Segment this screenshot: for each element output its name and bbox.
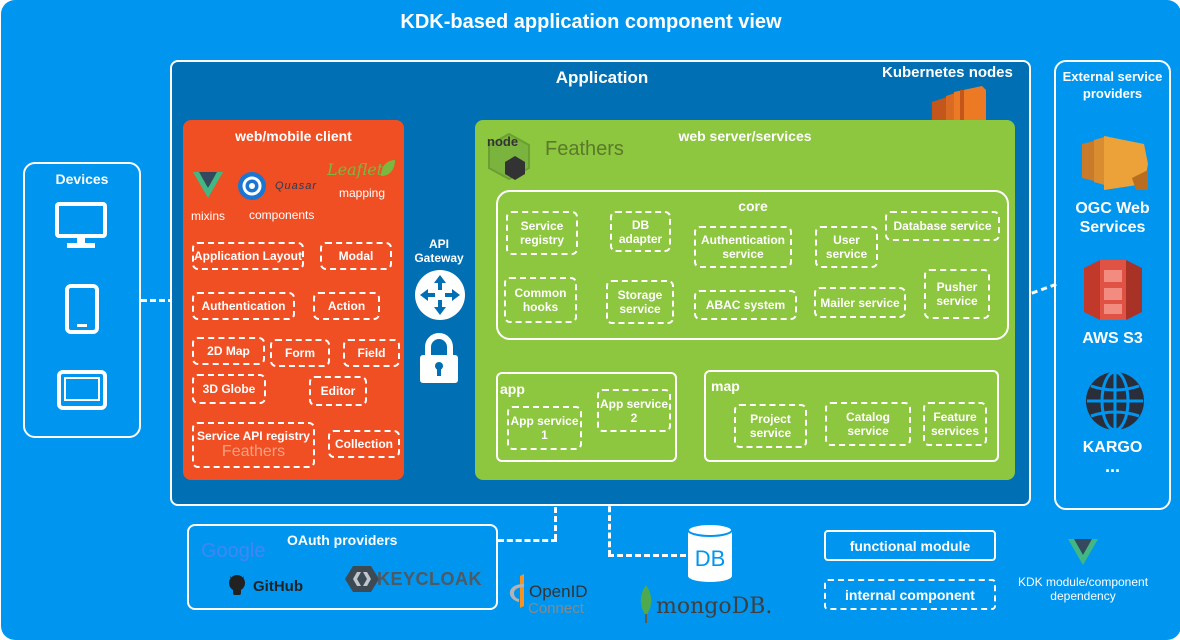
globe-icon	[1086, 370, 1144, 432]
core-user-service: User service	[815, 226, 878, 268]
core-storage-service: Storage service	[606, 280, 674, 324]
db-connector-h	[608, 554, 686, 557]
server-feathers-logo: Feathers	[545, 138, 624, 160]
external-kargo-label: KARGO	[1082, 439, 1143, 456]
server-box: web server/services node Feathers core S…	[475, 120, 1015, 480]
lib-components-label: components	[249, 208, 315, 222]
external-title: External service providers	[1062, 69, 1163, 101]
lib-mixins-label: mixins	[191, 209, 226, 223]
external-connector	[1012, 282, 1058, 302]
app-module-box: app App service 1 App service 2	[496, 372, 677, 462]
aws-s3-icon	[1084, 260, 1142, 320]
legend-functional-module: functional module	[824, 530, 996, 561]
oauth-box: OAuth providers Google GitHub KEYCLOAK	[187, 524, 498, 610]
app-service-1: App service 1	[507, 406, 582, 450]
map-feature-services: Feature services	[923, 402, 987, 446]
client-feathers-logo: Feathers	[221, 443, 286, 460]
core-title: core	[738, 198, 768, 214]
openid-label: OpenID	[529, 582, 588, 601]
module-service-api-registry: Service API registry Feathers	[192, 422, 315, 468]
module-editor: Editor	[309, 376, 367, 406]
legend-internal-component: internal component	[824, 579, 996, 610]
module-form: Form	[270, 339, 330, 367]
module-2d-map: 2D Map	[192, 337, 265, 365]
external-ogc-label: OGC Web Services	[1075, 200, 1150, 236]
core-database-service: Database service	[885, 211, 1000, 241]
google-logo: Google	[201, 540, 266, 562]
aws-cloudfront-icon	[1082, 136, 1148, 190]
gateway-label: API Gateway	[414, 237, 464, 265]
external-more-label: ...	[1104, 456, 1120, 476]
lib-mapping-label: mapping	[339, 186, 386, 200]
diagram-title: KDK-based application component view	[400, 11, 782, 33]
module-collection: Collection	[328, 430, 400, 458]
app-module-title: app	[500, 381, 525, 397]
core-service-registry: Service registry	[506, 211, 578, 255]
vue-logo-icon	[193, 172, 223, 198]
legend-dependency-label: KDK module/component dependency	[1017, 575, 1149, 603]
laptop-icon	[57, 370, 107, 410]
keycloak-icon	[345, 566, 379, 592]
db-label: DB	[694, 546, 726, 571]
nodejs-logo-icon	[488, 132, 530, 180]
lib-quasar-label: Quasar	[275, 180, 318, 192]
module-application-layout: Application Layout	[192, 242, 304, 270]
github-label: GitHub	[253, 578, 303, 595]
quasar-logo-icon	[238, 172, 266, 200]
app-service-2: App service 2	[597, 389, 671, 432]
map-project-service: Project service	[734, 404, 807, 448]
application-title: Application	[555, 68, 649, 87]
oauth-connector-h	[498, 539, 557, 542]
module-action: Action	[313, 292, 380, 320]
db-connector-v	[608, 480, 611, 556]
database-icon	[687, 523, 733, 582]
core-box: core Service registry DB adapter Authent…	[496, 190, 1009, 340]
core-pusher-service: Pusher service	[924, 269, 990, 319]
external-box: External service providers OGC Web Servi…	[1054, 60, 1171, 510]
oauth-connector-v	[554, 480, 557, 540]
module-field: Field	[343, 339, 400, 367]
devices-connector	[141, 299, 183, 302]
kubernetes-title: Kubernetes nodes	[882, 64, 1013, 81]
oauth-title: OAuth providers	[287, 532, 398, 548]
core-common-hooks: Common hooks	[504, 277, 577, 323]
devices-box: Devices	[23, 162, 141, 438]
service-api-registry-label: Service API registry	[197, 429, 310, 443]
lib-leaflet-label: Leaflet	[327, 160, 384, 179]
module-authentication: Authentication	[192, 292, 295, 320]
core-abac-system: ABAC system	[694, 290, 797, 320]
lock-icon	[420, 333, 458, 383]
core-db-adapter: DB adapter	[610, 211, 671, 252]
devices-title: Devices	[55, 171, 109, 187]
openid-icon	[509, 574, 524, 608]
legend-vue-icon	[1068, 539, 1098, 565]
openid-connect-label: Connect	[528, 600, 584, 617]
mongodb-leaf-icon	[640, 585, 652, 623]
monitor-icon	[55, 202, 107, 248]
router-icon	[415, 270, 465, 320]
module-modal: Modal	[320, 242, 392, 270]
nodejs-label: node	[487, 134, 519, 149]
core-authentication-service: Authentication service	[694, 226, 792, 268]
keycloak-label: KEYCLOAK	[377, 569, 483, 589]
server-title: web server/services	[678, 128, 812, 144]
external-s3-label: AWS S3	[1082, 330, 1143, 347]
client-box: web/mobile client mixins Quasar componen…	[183, 120, 404, 480]
map-module-title: map	[711, 378, 740, 394]
mongodb-label: mongoDB.	[656, 594, 773, 619]
core-mailer-service: Mailer service	[814, 287, 906, 318]
client-title: web/mobile client	[235, 128, 352, 144]
tablet-icon	[65, 284, 99, 334]
leaf-icon	[381, 160, 395, 176]
map-module-box: map Project service Catalog service Feat…	[704, 370, 999, 462]
module-3d-globe: 3D Globe	[192, 374, 266, 404]
map-catalog-service: Catalog service	[825, 402, 911, 446]
github-octocat-icon	[229, 575, 245, 595]
